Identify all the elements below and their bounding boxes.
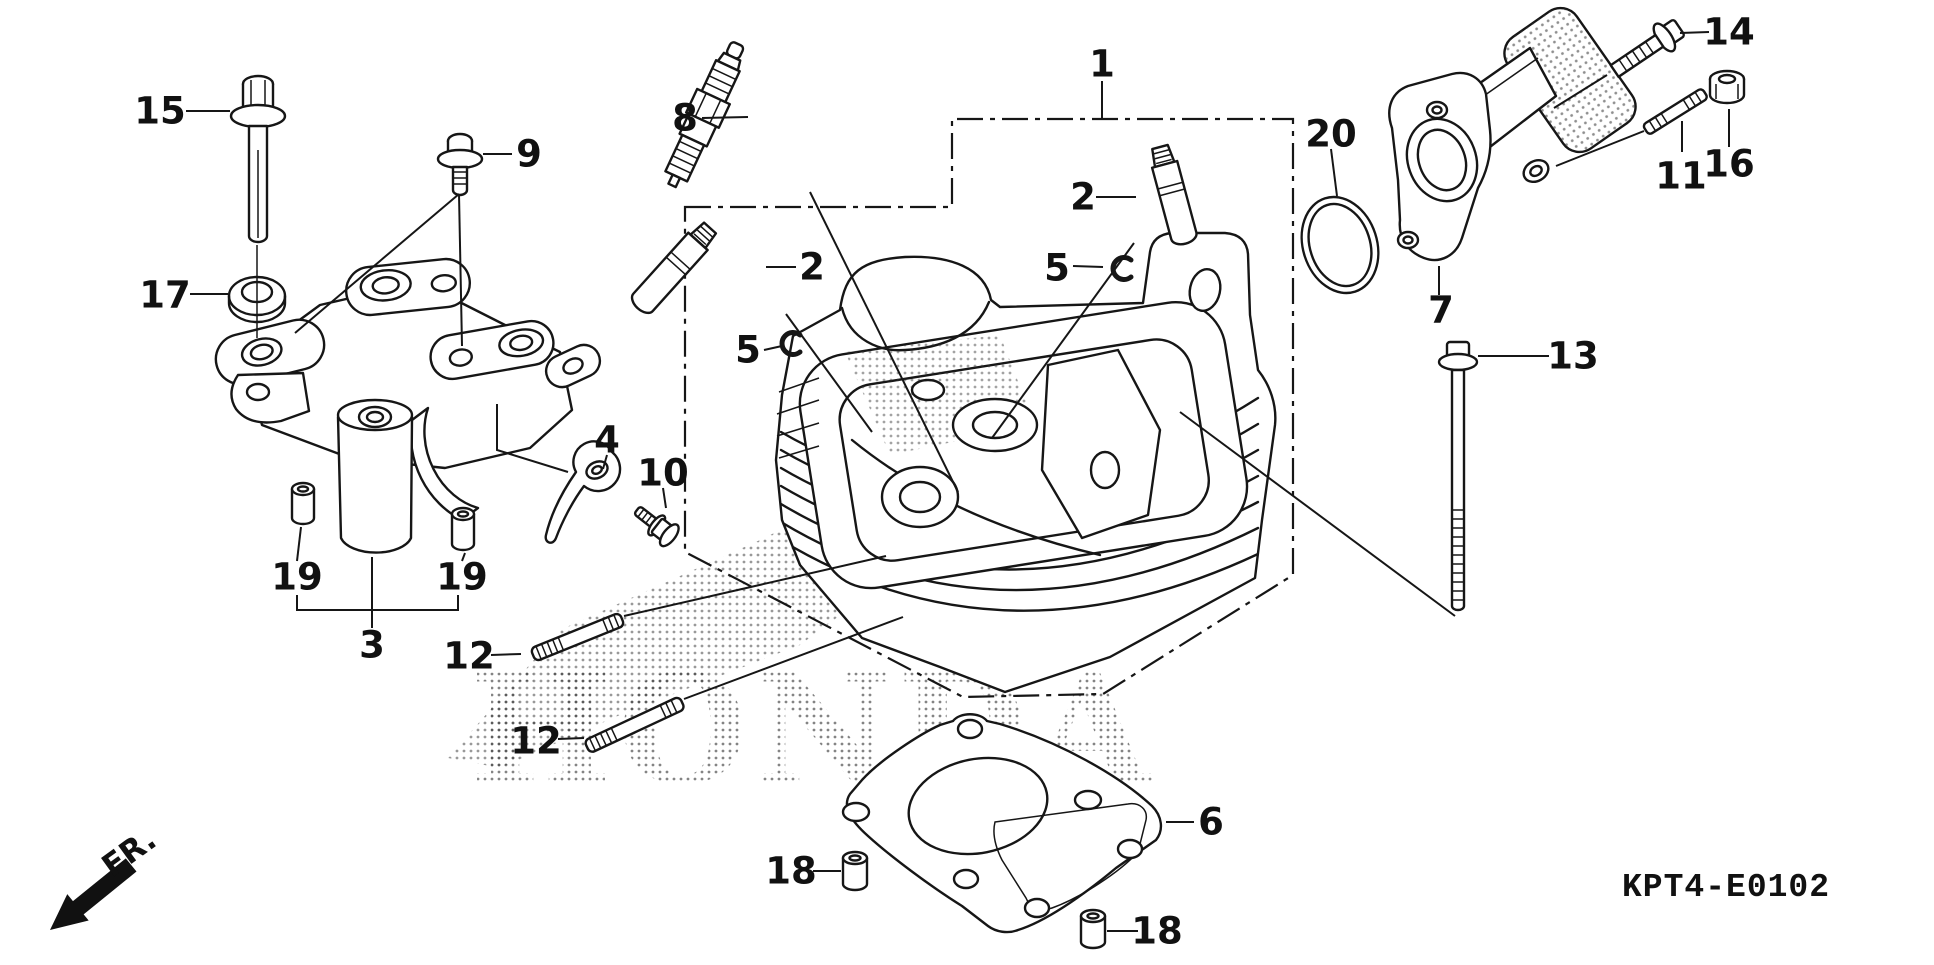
callout-12-upper: 12 (443, 635, 495, 678)
part-bolt-9 (436, 132, 484, 197)
callout-7: 7 (1428, 289, 1454, 332)
callout-5-left: 5 (735, 329, 761, 372)
part-wing-plate (544, 440, 622, 544)
part-dowel-18-left (841, 850, 869, 892)
tappet-cylinder (336, 398, 414, 554)
callout-9: 9 (516, 133, 542, 176)
spark-plug-boss (880, 465, 960, 529)
callout-18-right: 18 (1131, 910, 1183, 953)
callout-17: 17 (139, 274, 191, 317)
callout-1: 1 (1089, 43, 1115, 86)
callout-13: 13 (1547, 335, 1599, 378)
callout-18-left: 18 (765, 850, 817, 893)
part-bolt-13 (1437, 340, 1479, 612)
rocker-arm-top (345, 257, 471, 317)
callout-16: 16 (1703, 143, 1755, 186)
left-face-steps (776, 377, 820, 459)
part-valve-guide-2-right (1150, 143, 1198, 246)
left-lower-lobe (230, 371, 311, 424)
callout-19-left: 19 (271, 556, 323, 599)
callout-3: 3 (359, 624, 385, 667)
right-ear (544, 343, 602, 389)
callout-10: 10 (637, 452, 689, 495)
carb-flange (1503, 6, 1637, 154)
part-stud-11 (1642, 88, 1708, 135)
callout-2-left: 2 (799, 246, 825, 289)
part-bolt-14 (1609, 19, 1685, 79)
left-lower-hole (245, 382, 271, 402)
part-bolt-15 (229, 74, 287, 244)
head-ear-hole (1188, 268, 1222, 312)
part-oring-20 (1300, 195, 1380, 295)
callout-15: 15 (134, 90, 186, 133)
callout-6: 6 (1198, 801, 1224, 844)
flange-ear-bottom (1396, 230, 1420, 250)
part-stud-12-lower (584, 696, 685, 753)
callout-8: 8 (672, 97, 698, 140)
flange-ear-top (1425, 100, 1449, 120)
leader-lines (186, 31, 1730, 932)
callout-20: 20 (1305, 113, 1357, 156)
part-gasket-6 (841, 713, 1163, 934)
front-direction-marker: FR. (50, 822, 163, 930)
assembly-boundary-box (683, 117, 1295, 699)
part-clip-5-right (1110, 255, 1134, 282)
small-boss (910, 378, 946, 402)
part-spark-plug-8 (664, 41, 745, 189)
callout-14: 14 (1703, 11, 1755, 54)
part-rocker-holder (214, 257, 602, 554)
part-clip-5-left (779, 330, 803, 357)
manifold-ear (1522, 158, 1550, 184)
part-stud-12-upper (530, 612, 625, 662)
part-valve-guide-2-left (630, 221, 718, 315)
part-dowel-19-right (450, 506, 476, 552)
part-intake-manifold-7 (1388, 6, 1637, 262)
part-dowel-19-left (290, 481, 316, 526)
callout-12-lower: 12 (510, 720, 562, 763)
valve-boss (951, 397, 1039, 453)
callout-19-right: 19 (436, 556, 488, 599)
part-nut-16 (1708, 69, 1746, 105)
callout-4: 4 (594, 419, 620, 462)
chamber-wall-line (850, 438, 1102, 557)
front-arrow-icon (50, 858, 137, 930)
callout-11: 11 (1655, 155, 1707, 198)
rocker-pillar (1040, 348, 1162, 540)
part-cylinder-head (774, 231, 1277, 694)
part-dowel-18-right (1079, 908, 1107, 950)
diagram-code: KPT4-E0102 (1622, 869, 1830, 906)
callout-2-right: 2 (1070, 176, 1096, 219)
callout-5-right: 5 (1044, 247, 1070, 290)
left-boss (214, 318, 326, 386)
part-bolt-10 (633, 506, 680, 548)
